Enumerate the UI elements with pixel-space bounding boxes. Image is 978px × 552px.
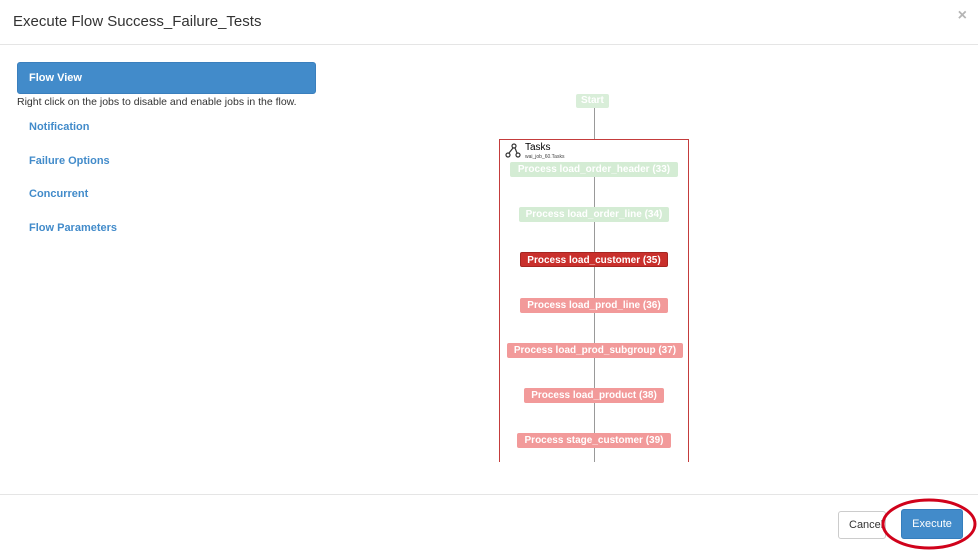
- modal-title: Execute Flow Success_Failure_Tests: [13, 13, 262, 30]
- tasks-group-title: Tasks: [525, 142, 551, 153]
- job-node[interactable]: Process stage_customer (39): [517, 433, 671, 448]
- nav-flow-view[interactable]: Flow View: [17, 62, 316, 94]
- modal-header: Execute Flow Success_Failure_Tests ×: [0, 0, 978, 45]
- flow-view-hint: Right click on the jobs to disable and e…: [17, 96, 297, 108]
- flow-icon: [505, 143, 521, 158]
- flow-graph[interactable]: Start Tasks wai_job_60.Tasks Process loa…: [440, 85, 750, 462]
- nav-notification[interactable]: Notification: [29, 121, 90, 133]
- cancel-button[interactable]: Cancel: [838, 511, 886, 539]
- job-node[interactable]: Process load_order_header (33): [510, 162, 678, 177]
- job-node[interactable]: Process load_order_line (34): [519, 207, 669, 222]
- job-node-failed[interactable]: Process load_customer (35): [520, 252, 668, 267]
- start-connector: [594, 108, 595, 139]
- start-node[interactable]: Start: [576, 94, 609, 108]
- close-icon[interactable]: ×: [957, 7, 967, 24]
- tasks-connector: [594, 168, 595, 462]
- modal-footer: Cancel Execute: [0, 494, 978, 552]
- execute-button[interactable]: Execute: [901, 509, 963, 539]
- nav-concurrent[interactable]: Concurrent: [29, 188, 89, 200]
- job-node[interactable]: Process load_prod_line (36): [520, 298, 668, 313]
- tasks-group[interactable]: Tasks wai_job_60.Tasks Process load_orde…: [499, 139, 689, 462]
- nav-flow-view-label: Flow View: [29, 72, 82, 84]
- tasks-group-subtitle: wai_job_60.Tasks: [525, 154, 565, 160]
- job-node[interactable]: Process load_prod_subgroup (37): [507, 343, 683, 358]
- job-node[interactable]: Process load_product (38): [524, 388, 664, 403]
- nav-flow-parameters[interactable]: Flow Parameters: [29, 222, 118, 234]
- nav-failure-options[interactable]: Failure Options: [29, 155, 110, 167]
